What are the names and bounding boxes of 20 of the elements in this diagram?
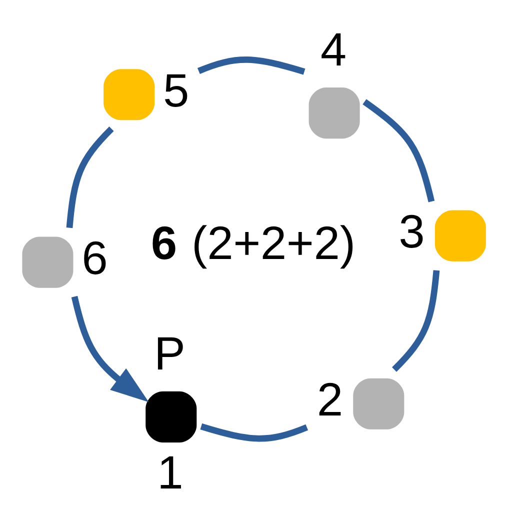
node-circle: [434, 210, 486, 261]
node-circle: [308, 87, 360, 138]
node-circle: [146, 390, 197, 442]
node-label: P: [154, 326, 186, 379]
node-label: 5: [163, 64, 190, 116]
node-label: 4: [320, 22, 347, 75]
node-label: 1: [157, 446, 184, 498]
connector: [200, 422, 308, 442]
label: 6 (2+2+2): [151, 216, 356, 268]
node-label: 3: [398, 205, 425, 258]
node-label: 6: [82, 232, 108, 284]
node-circle: [353, 378, 404, 429]
connector: [362, 98, 435, 202]
connector: [66, 126, 114, 228]
arrow: [71, 295, 149, 402]
node-circle: [104, 68, 155, 120]
connector: [392, 270, 440, 372]
connector: [198, 56, 306, 74]
node-circle: [22, 236, 74, 288]
node-label: 2: [316, 373, 343, 426]
